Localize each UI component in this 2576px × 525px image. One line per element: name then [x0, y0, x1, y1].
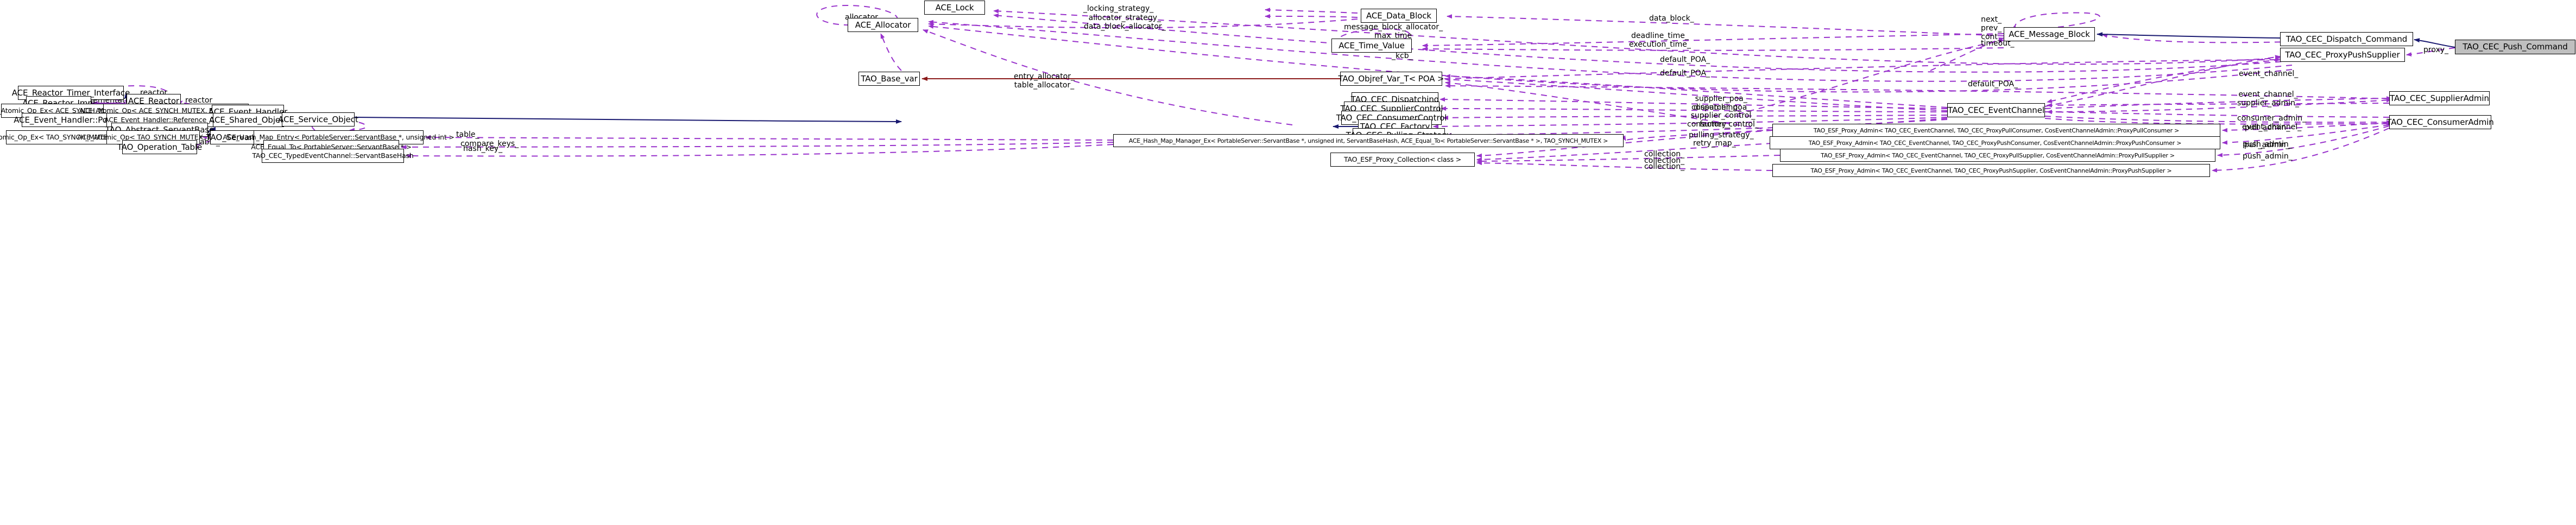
- class-node[interactable]: ACE_Service_Object: [278, 112, 358, 126]
- class-node[interactable]: ACE_Lock: [924, 1, 985, 15]
- edge-label: data_block_: [1649, 14, 1694, 23]
- edge-label: _locking_strategy_: [1083, 4, 1154, 13]
- edge-label: default_POA_: [1660, 69, 1710, 78]
- edge-label: next_ prev_ cont_: [1981, 15, 2002, 42]
- class-node[interactable]: TAO_ESF_Proxy_Admin< TAO_CEC_EventChanne…: [1772, 124, 2220, 137]
- edge-label: message_block_allocator_: [1344, 23, 1443, 31]
- class-node[interactable]: TAO_ESF_Proxy_Admin< TAO_CEC_EventChanne…: [1780, 149, 2215, 162]
- class-node[interactable]: TAO_ESF_Proxy_Collection< class >: [1330, 153, 1475, 167]
- class-node[interactable]: ACE_Atomic_Op_Ex< TAO_SYNCH_MUTEX, long …: [0, 130, 138, 144]
- edge-label: collection_: [1644, 162, 1685, 171]
- class-node[interactable]: TAO_CEC_Push_Command: [2455, 40, 2575, 54]
- class-node[interactable]: ACE_Data_Block: [1361, 9, 1437, 23]
- class-node[interactable]: TAO_CEC_EventChannel: [1947, 103, 2045, 117]
- class-node[interactable]: TAO_Base_var: [858, 72, 920, 86]
- class-node[interactable]: ACE_Time_Value: [1331, 39, 1412, 53]
- edge-label: event_channel_ supplier_admin_: [2237, 90, 2299, 108]
- class-node[interactable]: ACE_Message_Block: [2004, 27, 2095, 41]
- edge-label: proxy_: [2423, 46, 2449, 54]
- edge-label: push_admin_: [2243, 152, 2293, 161]
- edge-label: pull_admin_: [2244, 141, 2290, 149]
- class-node[interactable]: TAO_ESF_Proxy_Admin< TAO_CEC_EventChanne…: [1770, 136, 2220, 149]
- class-node[interactable]: ACE_Shared_Object: [209, 113, 288, 127]
- class-node[interactable]: ACE_Hash_Map_Manager_Ex< PortableServer:…: [1113, 134, 1624, 147]
- class-node[interactable]: ACE_Event_Handler::Policy: [14, 113, 121, 127]
- edge-label: default_POA_: [1968, 80, 2018, 88]
- edge-label: pulling_strategy_: [1689, 131, 1754, 140]
- edge-label: hash_key_: [463, 144, 503, 153]
- edge-label: dispatching_: [1694, 103, 1742, 112]
- class-node[interactable]: TAO_CEC_TypedEventChannel::ServantBaseHa…: [252, 149, 414, 163]
- edge-label: retry_map_: [1693, 139, 1736, 148]
- edge-label: _kcb_: [1392, 52, 1413, 60]
- class-node[interactable]: ACE_Allocator: [848, 18, 918, 32]
- edge-label: pull_admin_: [2245, 123, 2290, 132]
- class-node[interactable]: TAO_CEC_ProxyPushSupplier: [2280, 48, 2405, 62]
- edge-label: entry_allocator_ table_allocator_: [1014, 72, 1075, 90]
- edge-label: deadline_time_ execution_time_: [1629, 31, 1691, 49]
- class-node[interactable]: TAO_ESF_Proxy_Admin< TAO_CEC_EventChanne…: [1772, 164, 2210, 177]
- class-node[interactable]: TAO_CEC_ConsumerAdmin: [2386, 115, 2494, 129]
- edge-label: allocator_strategy_ data_block_allocator…: [1084, 14, 1166, 31]
- class-node[interactable]: TAO_CEC_Dispatch_Command: [2280, 32, 2413, 46]
- edge-label: default_POA_: [1660, 55, 1710, 64]
- class-node[interactable]: TAO_CEC_SupplierAdmin: [2389, 91, 2490, 105]
- edge-label: factory_: [1700, 120, 1731, 129]
- edge-label: event_channel_: [2239, 69, 2299, 78]
- class-node[interactable]: TAO_Operation_Table: [117, 140, 202, 154]
- class-node[interactable]: TAO_Objref_Var_T< POA >: [1338, 72, 1444, 86]
- edge-label: table_: [456, 130, 479, 139]
